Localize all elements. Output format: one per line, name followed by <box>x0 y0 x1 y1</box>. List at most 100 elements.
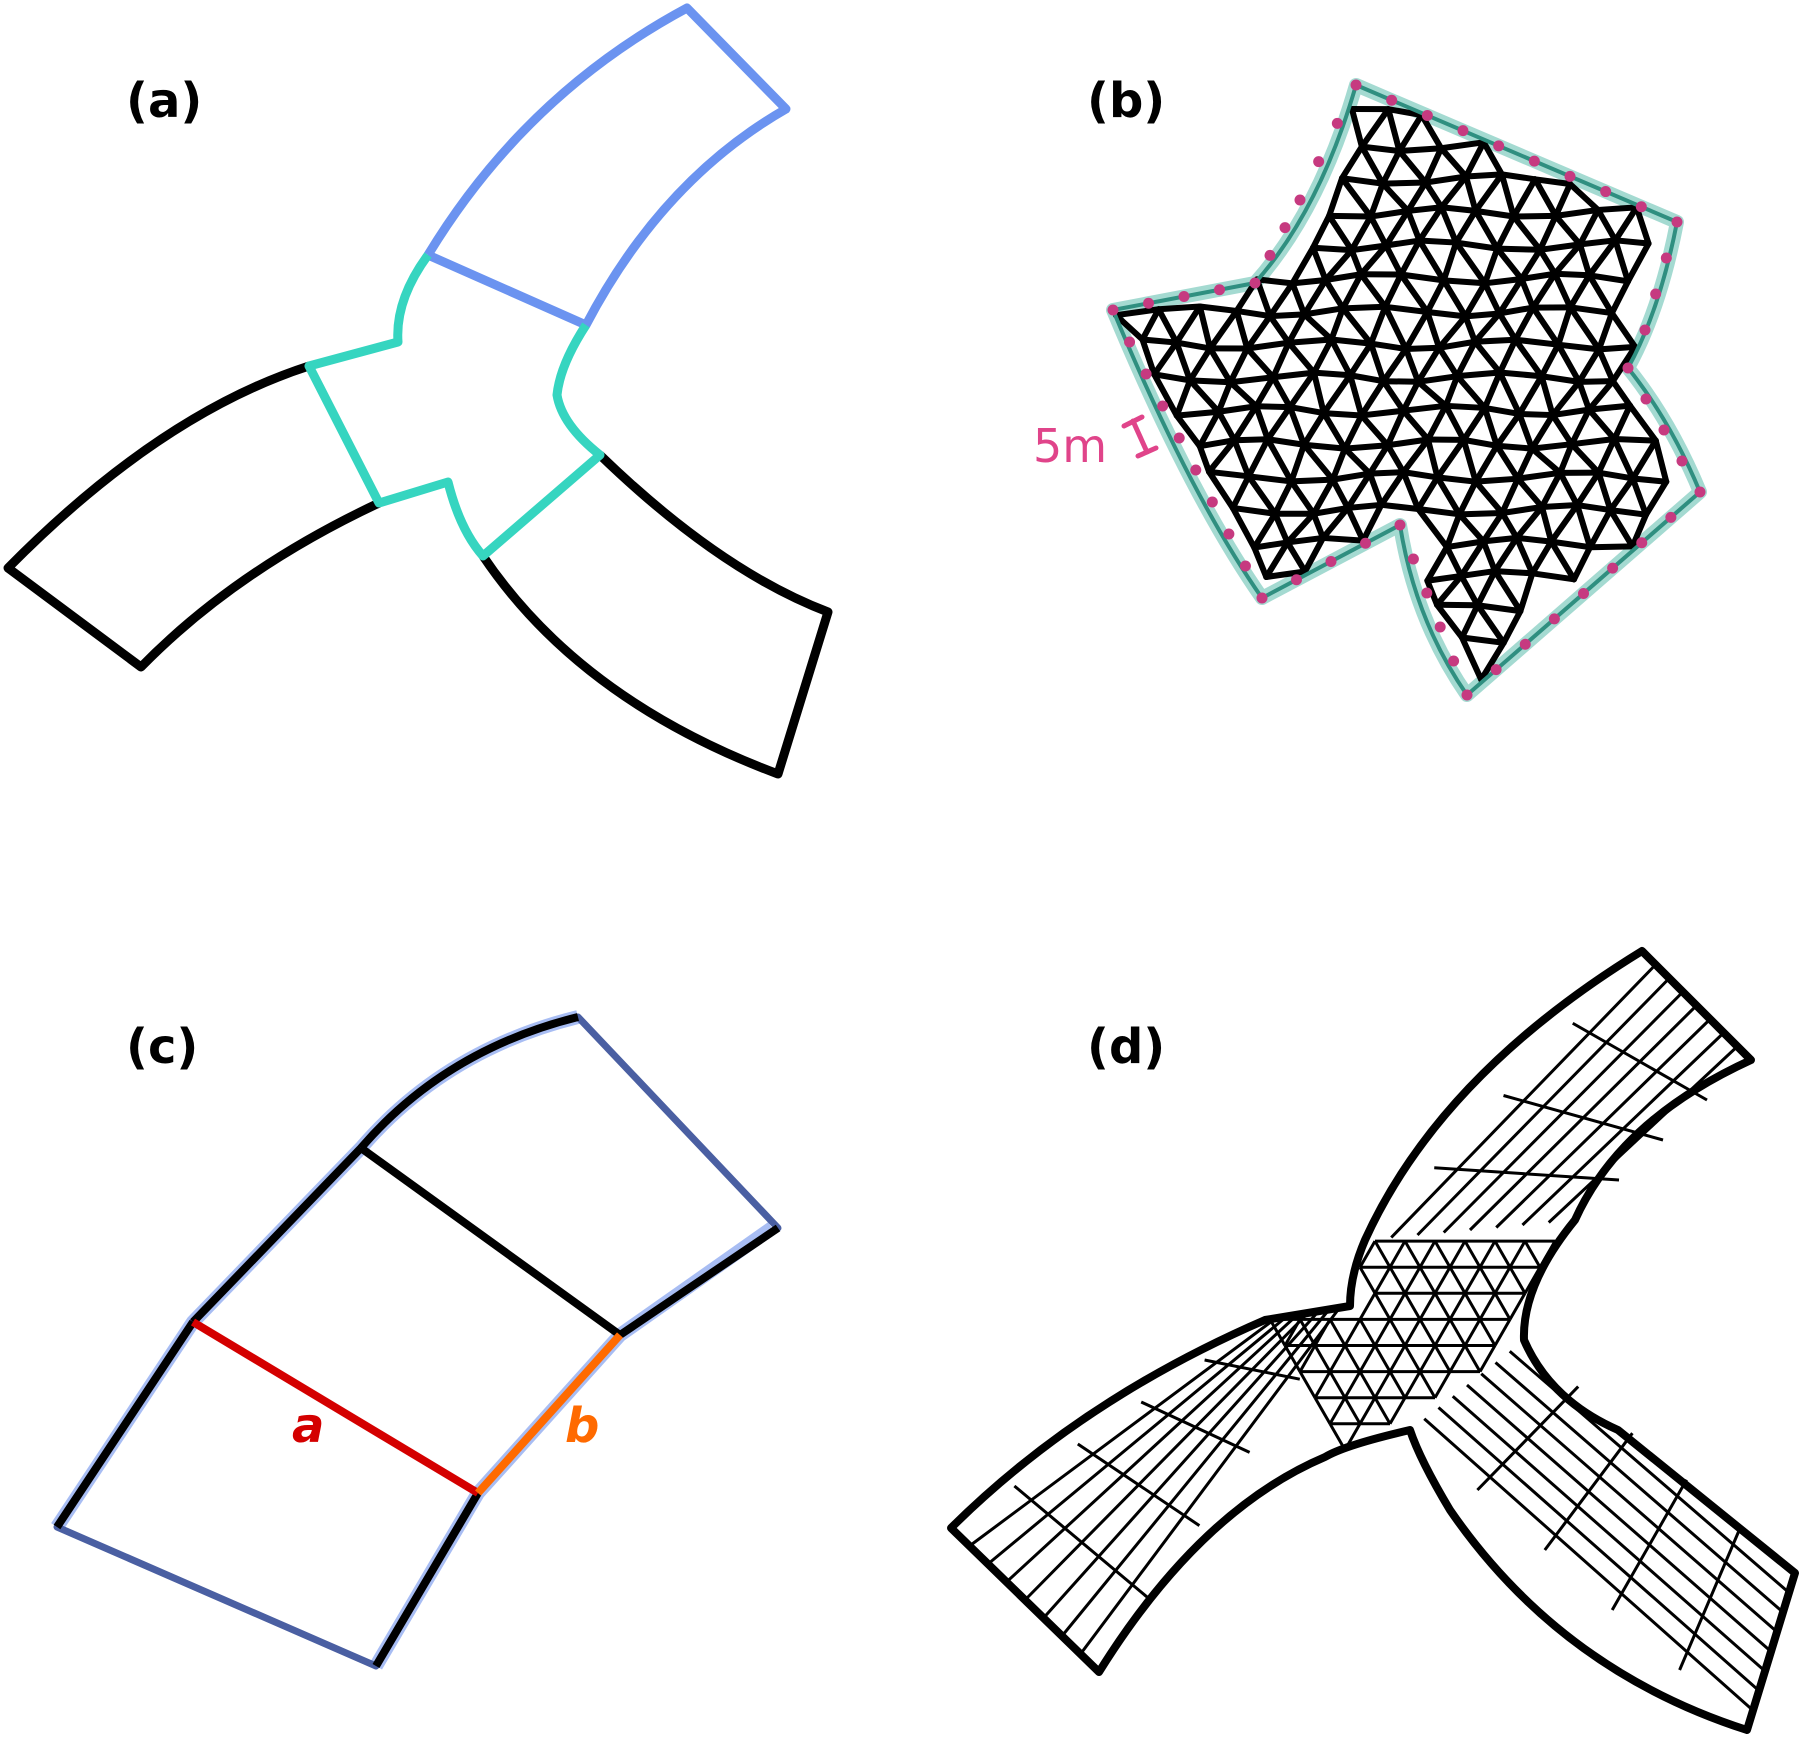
mesh-tri-edge <box>1448 1292 1467 1321</box>
mesh-edge <box>1440 277 1469 320</box>
mesh-edge <box>1400 407 1431 443</box>
mesh-edge <box>1516 373 1545 417</box>
mesh-edge <box>1595 204 1640 213</box>
mesh-tri-edge <box>1463 1240 1482 1268</box>
mesh-edge <box>1595 343 1639 353</box>
mesh-tri-edge <box>1433 1266 1452 1295</box>
mesh-edge <box>1424 544 1450 584</box>
boundary-node <box>1694 486 1706 498</box>
mesh-edge <box>1538 373 1583 385</box>
mesh-edge <box>1348 247 1365 278</box>
mesh-edge <box>1458 568 1498 579</box>
panel-d: (d) <box>947 947 1799 1734</box>
mesh-tri-edge <box>1298 1370 1317 1399</box>
mesh-edge <box>1301 305 1346 318</box>
mesh-edge <box>1493 410 1523 449</box>
mesh-edge <box>1624 240 1652 285</box>
mesh-edge <box>1358 143 1403 155</box>
mesh-tri-edge <box>1493 1266 1512 1295</box>
mesh-edge <box>1253 374 1277 410</box>
mesh-edge <box>1207 307 1240 352</box>
mesh-edge <box>1310 244 1355 254</box>
mesh-edge <box>1385 106 1403 155</box>
mesh-edge <box>1348 242 1390 254</box>
mesh-edge <box>1438 173 1469 211</box>
boundary-node <box>1635 201 1647 213</box>
mesh-edge <box>1173 339 1194 384</box>
mesh-edge <box>1454 369 1503 380</box>
black-inner-edges <box>53 1013 781 1669</box>
mesh-edge <box>1404 207 1423 244</box>
mesh-tri-edge <box>1418 1318 1437 1347</box>
mesh-edge <box>1286 369 1317 411</box>
network-outline <box>947 947 1799 1734</box>
mesh-edge <box>1173 412 1203 450</box>
light-blue-glow <box>51 1010 777 1670</box>
panel-c: (c) a b <box>51 1010 782 1670</box>
mesh-tri-edge <box>1373 1292 1392 1321</box>
mesh-edge <box>1339 143 1365 182</box>
mesh-edge <box>1612 237 1631 285</box>
mesh-edge <box>1512 304 1537 343</box>
boundary-node <box>1622 362 1634 374</box>
mesh-long-line <box>968 1315 1280 1548</box>
mesh-edge <box>1187 377 1234 386</box>
mesh-tri-edge <box>1433 1318 1452 1347</box>
mesh-edge <box>1231 403 1260 444</box>
mesh-edge <box>1462 280 1488 320</box>
mesh-edge <box>1383 237 1423 249</box>
boundary-node <box>1636 537 1648 549</box>
mesh-edge <box>1404 204 1445 214</box>
mesh-cross-line <box>1076 1442 1201 1527</box>
mesh-long-line <box>1480 1372 1778 1634</box>
mesh-edge <box>1383 207 1411 249</box>
mesh-cross-line <box>1543 1432 1634 1551</box>
mesh-tri-edge <box>1328 1396 1347 1425</box>
boundary-node <box>1665 511 1677 523</box>
mesh-edge <box>1567 181 1602 213</box>
mesh-edge <box>1341 442 1391 452</box>
mesh-edge <box>1415 505 1463 518</box>
mesh-tri-edge <box>1448 1344 1467 1373</box>
mesh-edge <box>1595 310 1615 353</box>
mesh-edge <box>1231 436 1271 444</box>
mesh-edge <box>1253 403 1271 443</box>
mesh-tri-edge <box>1508 1266 1527 1295</box>
mesh-edge <box>1360 501 1385 544</box>
boundary-node <box>1434 621 1446 633</box>
boundary-node <box>1407 553 1419 565</box>
mesh-edge <box>1460 436 1479 485</box>
mesh-edge <box>1472 171 1505 214</box>
mesh-tri-edge <box>1433 1370 1452 1399</box>
mesh-edge <box>1496 369 1545 380</box>
mesh-edge <box>1499 510 1520 541</box>
right-arm-outline <box>479 451 833 779</box>
junction-polygon <box>304 252 605 561</box>
mesh-edge <box>1462 171 1505 180</box>
mesh-edge <box>1173 377 1194 419</box>
mesh-edge <box>1285 336 1335 346</box>
upper-arm-outline <box>424 3 791 330</box>
mesh-edge <box>1424 572 1465 584</box>
mesh-tri-edge <box>1298 1344 1317 1373</box>
mesh-edge <box>1530 270 1558 311</box>
mesh-edge <box>1586 402 1633 413</box>
mesh-edge <box>1557 469 1581 509</box>
mesh-edge <box>1438 145 1469 180</box>
mesh-edge <box>1206 468 1236 511</box>
mesh-edge <box>1537 246 1558 277</box>
mesh-tri-edge <box>1358 1344 1377 1373</box>
mesh-edge <box>1270 339 1292 381</box>
mesh-edge <box>1397 237 1423 278</box>
mesh-edge <box>1253 276 1296 287</box>
mesh-edge <box>1568 441 1602 476</box>
mesh-edge <box>1548 538 1578 583</box>
boundary-node <box>1421 587 1433 599</box>
mesh-edge <box>1629 437 1659 482</box>
mesh-cross-line <box>1678 1525 1743 1671</box>
mesh-edge <box>1329 445 1348 483</box>
mesh-edge <box>1472 336 1519 345</box>
mesh-tri-edge <box>1373 1240 1392 1268</box>
mesh-long-line <box>1437 1406 1760 1692</box>
mesh-edge <box>1607 507 1650 518</box>
